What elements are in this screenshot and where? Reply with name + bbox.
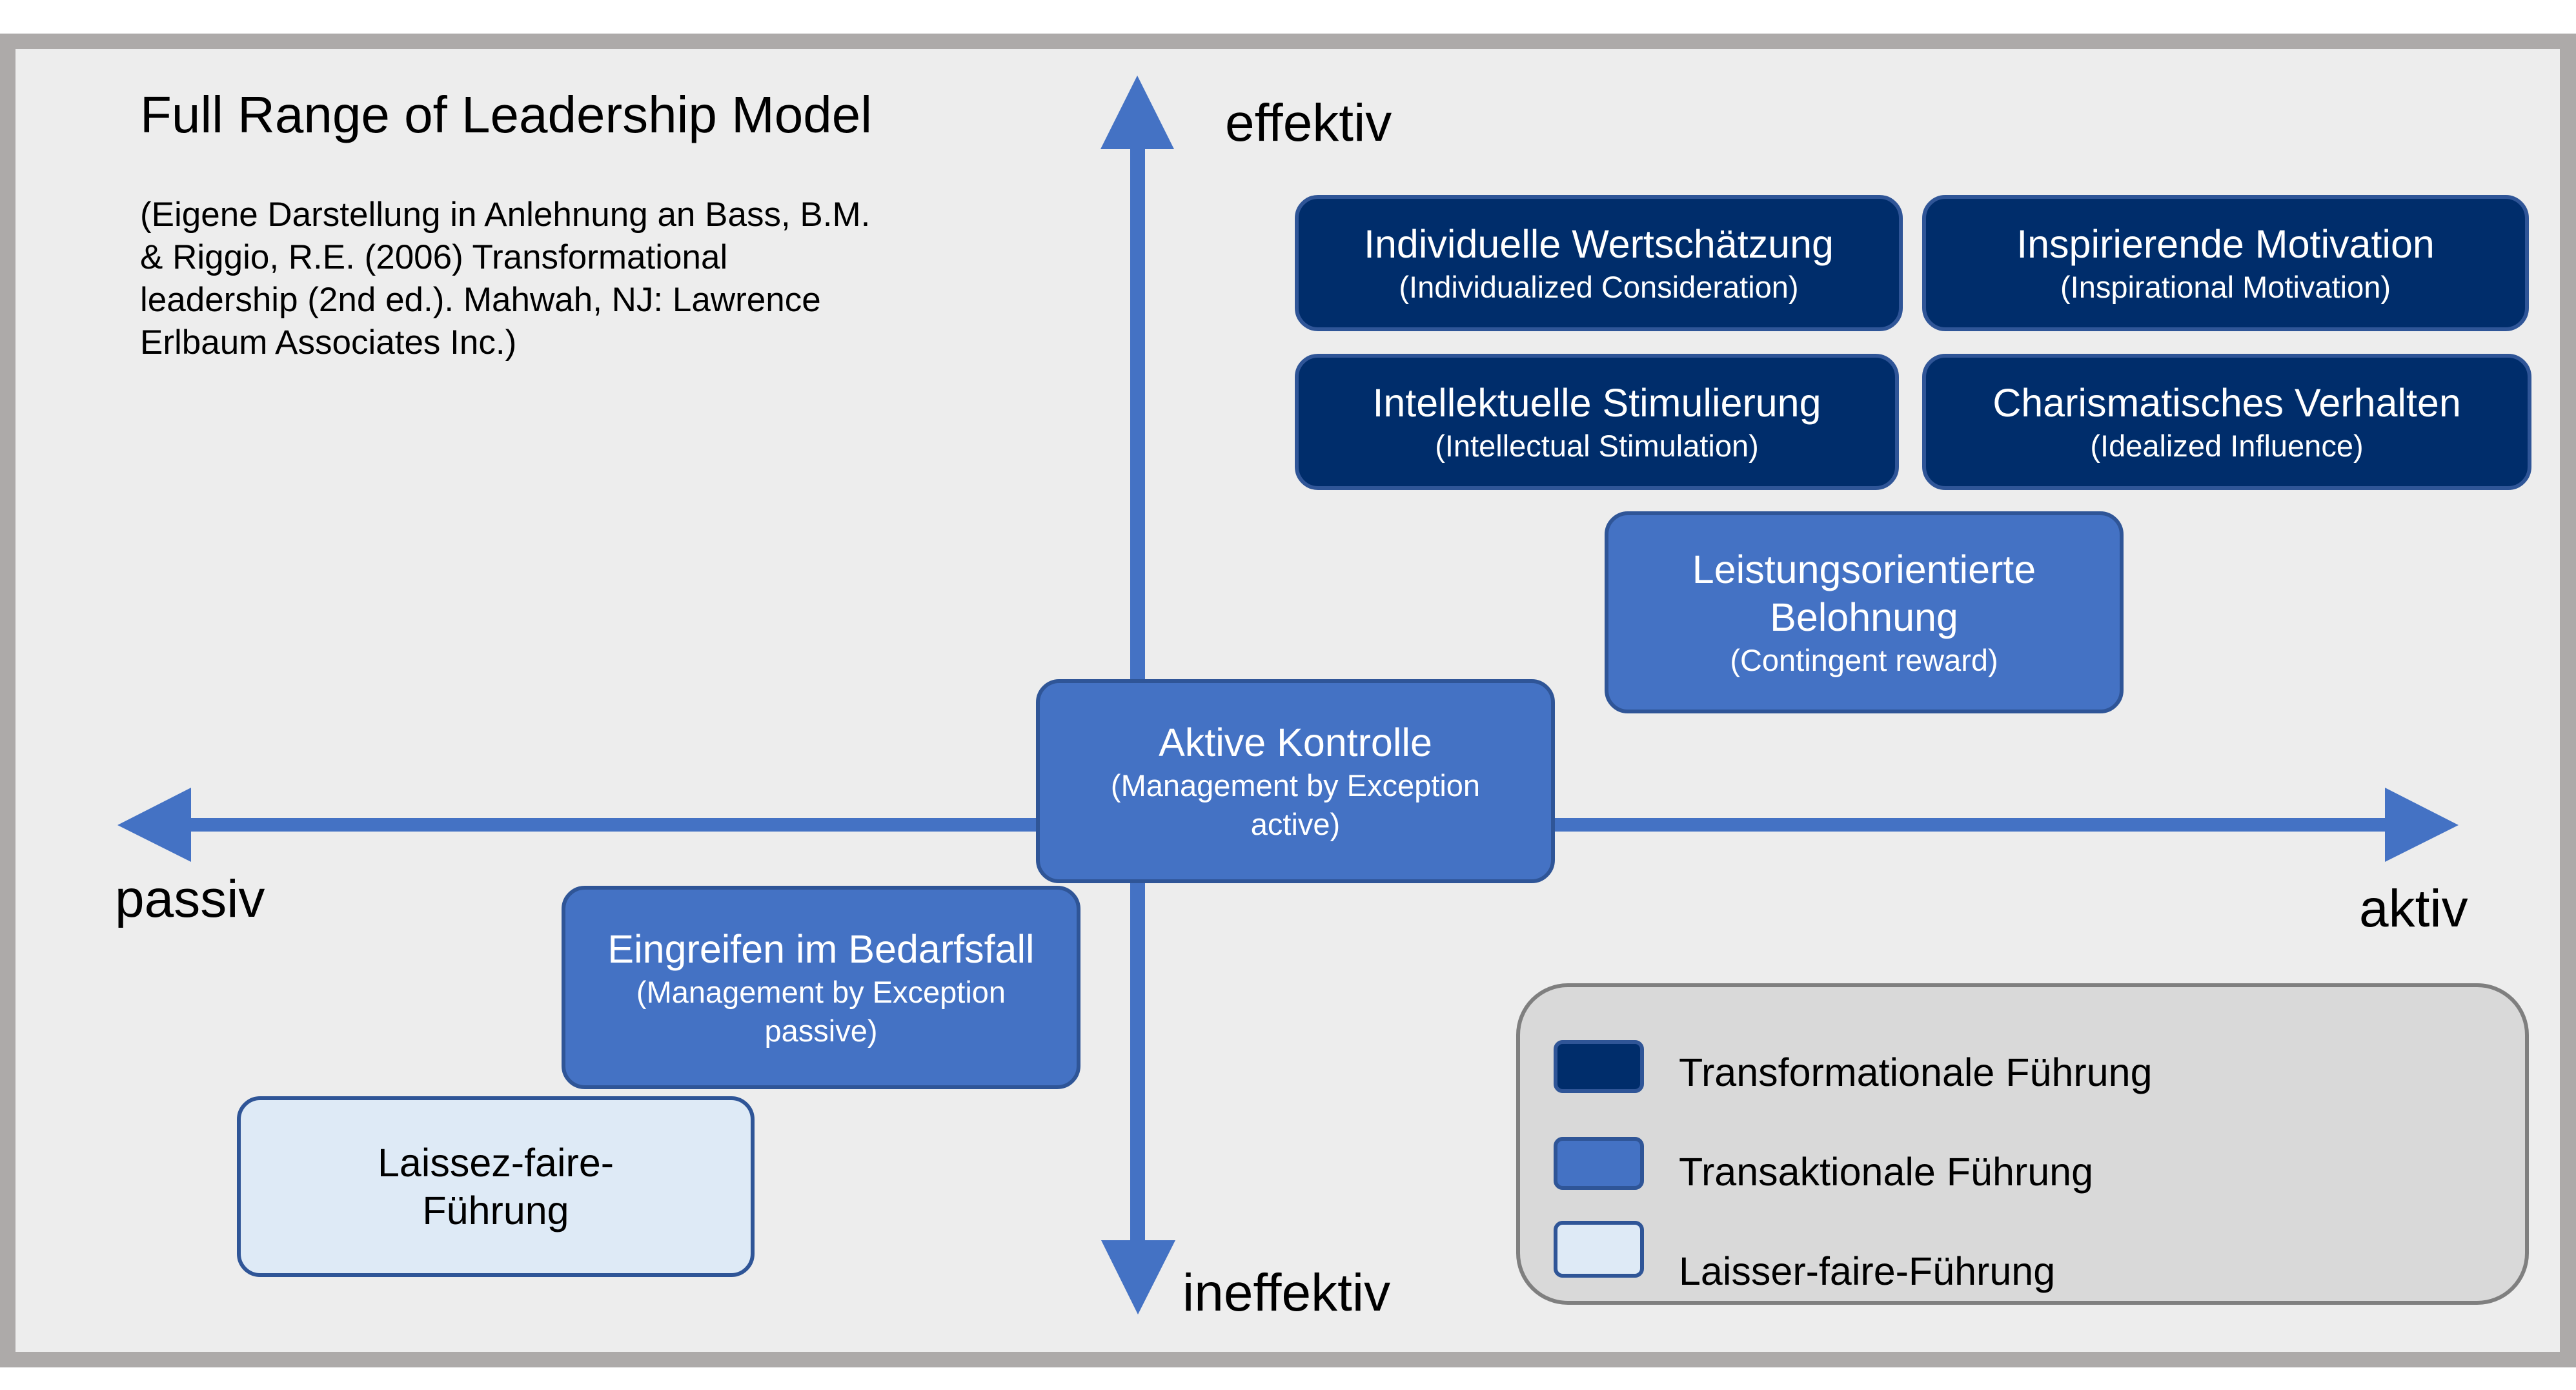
box-title-line1: Leistungsorientierte bbox=[1692, 547, 2036, 591]
bottom-arrowhead bbox=[1101, 1240, 1175, 1314]
box-subtitle: (Contingent reward) bbox=[1730, 642, 1998, 677]
box-subtitle: (Inspirational Motivation) bbox=[2060, 269, 2391, 304]
box-title-line2: Belohnung bbox=[1770, 595, 1958, 639]
box-contingent-reward: Leistungsorientierte Belohnung (Continge… bbox=[1605, 511, 2124, 713]
box-management-by-exception-passive: Eingreifen im Bedarfsfall (Management by… bbox=[562, 886, 1080, 1089]
box-title: Inspirierende Motivation bbox=[2016, 221, 2435, 266]
box-title: Charismatisches Verhalten bbox=[1993, 380, 2461, 425]
box-inspirational-motivation: Inspirierende Motivation (Inspirational … bbox=[1922, 195, 2529, 331]
box-management-by-exception-active: Aktive Kontrolle (Management by Exceptio… bbox=[1036, 679, 1555, 883]
box-intellectual-stimulation: Intellektuelle Stimulierung (Intellectua… bbox=[1295, 354, 1899, 490]
axis-label-active: aktiv bbox=[2359, 879, 2468, 938]
box-subtitle: (Individualized Consideration) bbox=[1399, 269, 1799, 304]
legend-swatch-laissez-faire bbox=[1554, 1221, 1644, 1278]
legend-swatch-transformational bbox=[1554, 1040, 1644, 1093]
top-arrowhead bbox=[1100, 76, 1174, 149]
box-individualized-consideration: Individuelle Wertschätzung (Individualiz… bbox=[1295, 195, 1903, 331]
axis-label-effective: effektiv bbox=[1225, 94, 1392, 152]
box-title-line2: Führung bbox=[422, 1189, 569, 1232]
box-title: Individuelle Wertschätzung bbox=[1364, 221, 1834, 266]
box-idealized-influence: Charismatisches Verhalten (Idealized Inf… bbox=[1922, 354, 2531, 490]
left-arrowhead bbox=[117, 788, 191, 862]
axis-label-ineffective: ineffektiv bbox=[1182, 1263, 1391, 1322]
right-arrowhead bbox=[2385, 788, 2459, 862]
box-title-line1: Laissez-faire- bbox=[377, 1141, 614, 1185]
box-title: Intellektuelle Stimulierung bbox=[1372, 380, 1821, 425]
legend: Transformationale Führung Transaktionale… bbox=[1516, 983, 2529, 1305]
box-title: Aktive Kontrolle bbox=[1159, 721, 1432, 764]
box-title: Eingreifen im Bedarfsfall bbox=[607, 926, 1035, 971]
citation: (Eigene Darstellung in Anlehnung an Bass… bbox=[140, 196, 871, 362]
box-subtitle-line2: active) bbox=[1250, 807, 1341, 841]
box-subtitle: (Intellectual Stimulation) bbox=[1435, 428, 1759, 463]
box-subtitle-line1: (Management by Exception bbox=[636, 974, 1006, 1009]
legend-swatch-transactional bbox=[1554, 1137, 1644, 1190]
box-subtitle: (Idealized Influence) bbox=[2090, 428, 2364, 463]
diagram-title: Full Range of Leadership Model bbox=[140, 86, 873, 143]
legend-label-transactional: Transaktionale Führung bbox=[1679, 1150, 2093, 1194]
axis-label-passive: passiv bbox=[115, 870, 265, 928]
box-subtitle-line1: (Management by Exception bbox=[1110, 768, 1481, 802]
legend-label-transformational: Transformationale Führung bbox=[1679, 1050, 2153, 1094]
box-subtitle-line2: passive) bbox=[764, 1013, 878, 1048]
legend-label-laissez-faire: Laisser-faire-Führung bbox=[1679, 1249, 2056, 1293]
box-laissez-faire: Laissez-faire- Führung bbox=[237, 1096, 755, 1277]
